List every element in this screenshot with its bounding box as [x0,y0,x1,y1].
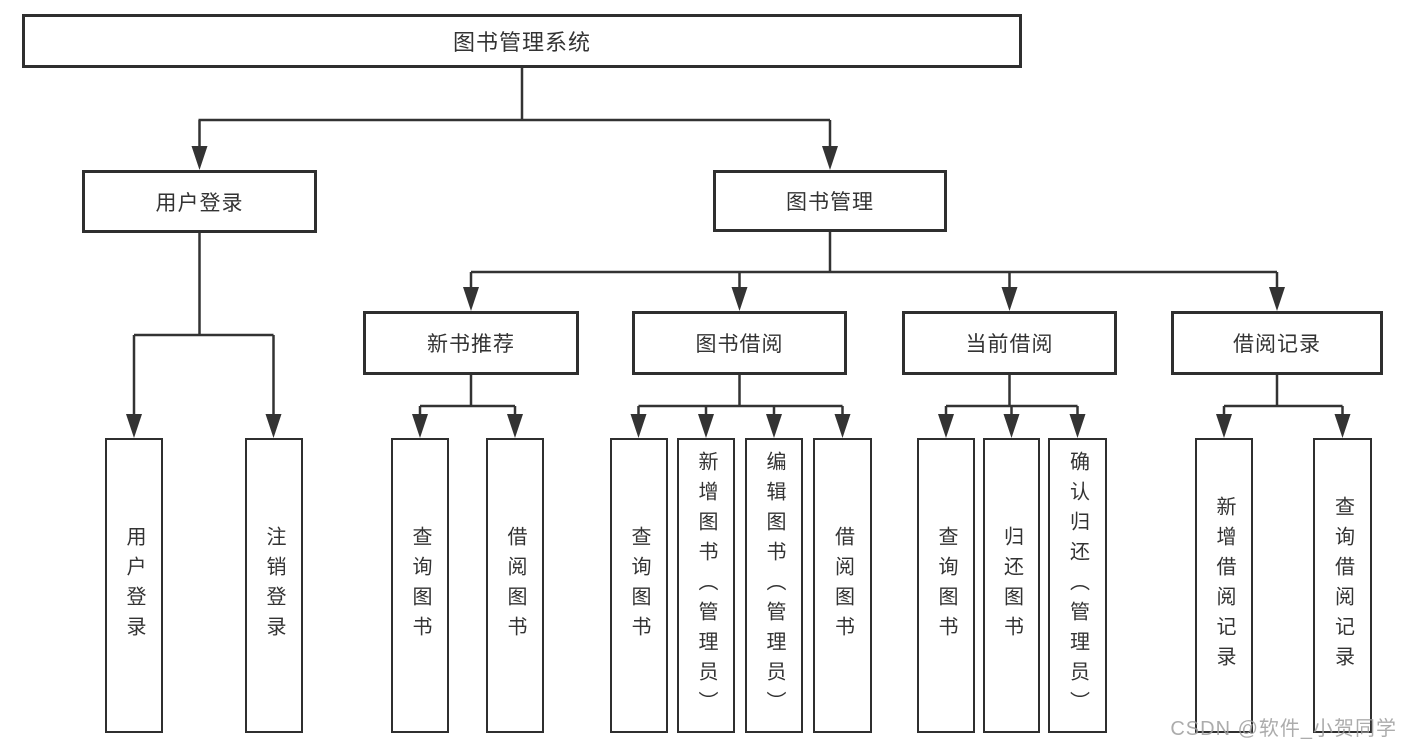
leaf-query-borrow-record: 查询借阅记录 [1313,438,1372,733]
node-user-login: 用户登录 [82,170,317,233]
leaf-add-borrow-record: 新增借阅记录 [1195,438,1253,733]
leaf-query-books-current: 查询图书 [917,438,975,733]
node-new-book-recommend: 新书推荐 [363,311,579,375]
leaf-return-book: 归还图书 [983,438,1040,733]
node-book-borrow: 图书借阅 [632,311,847,375]
leaf-query-books-recommend: 查询图书 [391,438,449,733]
leaf-add-book-admin: 新增图书（管理员） [677,438,735,733]
node-borrow-records: 借阅记录 [1171,311,1383,375]
leaf-borrow-books: 借阅图书 [813,438,872,733]
leaf-confirm-return-admin: 确认归还（管理员） [1048,438,1107,733]
leaf-edit-book-admin: 编辑图书（管理员） [745,438,803,733]
node-library-management-system: 图书管理系统 [22,14,1022,68]
csdn-watermark: CSDN @软件_小贺同学 [1170,718,1397,740]
leaf-borrow-books-recommend: 借阅图书 [486,438,544,733]
leaf-query-books-borrow: 查询图书 [610,438,668,733]
node-current-borrow: 当前借阅 [902,311,1117,375]
leaf-logout: 注销登录 [245,438,303,733]
node-book-management: 图书管理 [713,170,947,232]
leaf-user-login: 用户登录 [105,438,163,733]
